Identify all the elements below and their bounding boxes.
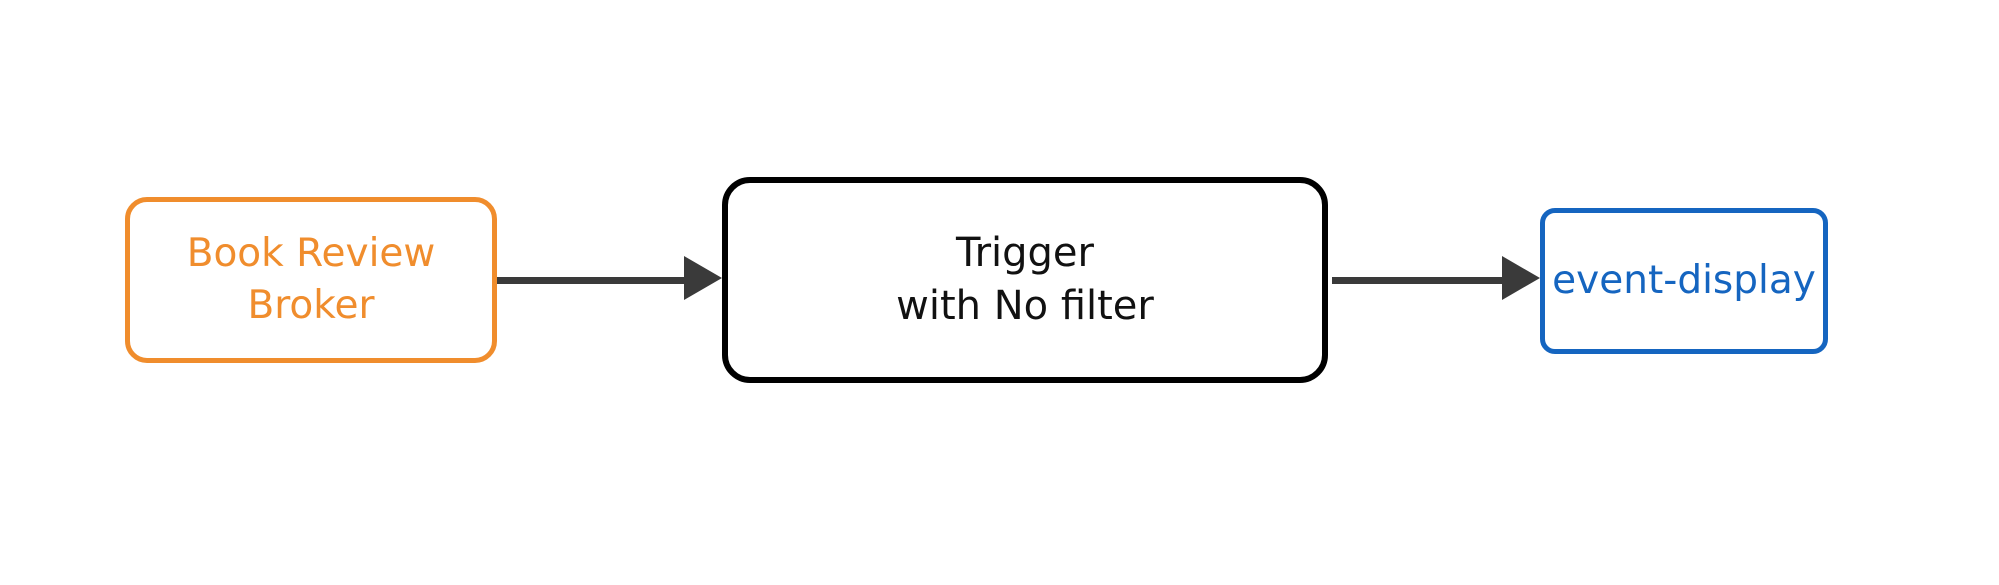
- node-trigger-no-filter[interactable]: Trigger with No filter: [722, 177, 1328, 383]
- arrowhead-icon-broker-to-trigger: [684, 256, 722, 300]
- node-event-display[interactable]: event-display: [1540, 208, 1828, 354]
- edge-trigger-to-sink: [1332, 277, 1504, 284]
- arrowhead-icon-trigger-to-sink: [1502, 256, 1540, 300]
- node-book-review-broker[interactable]: Book Review Broker: [125, 197, 497, 363]
- edge-broker-to-trigger: [497, 277, 697, 284]
